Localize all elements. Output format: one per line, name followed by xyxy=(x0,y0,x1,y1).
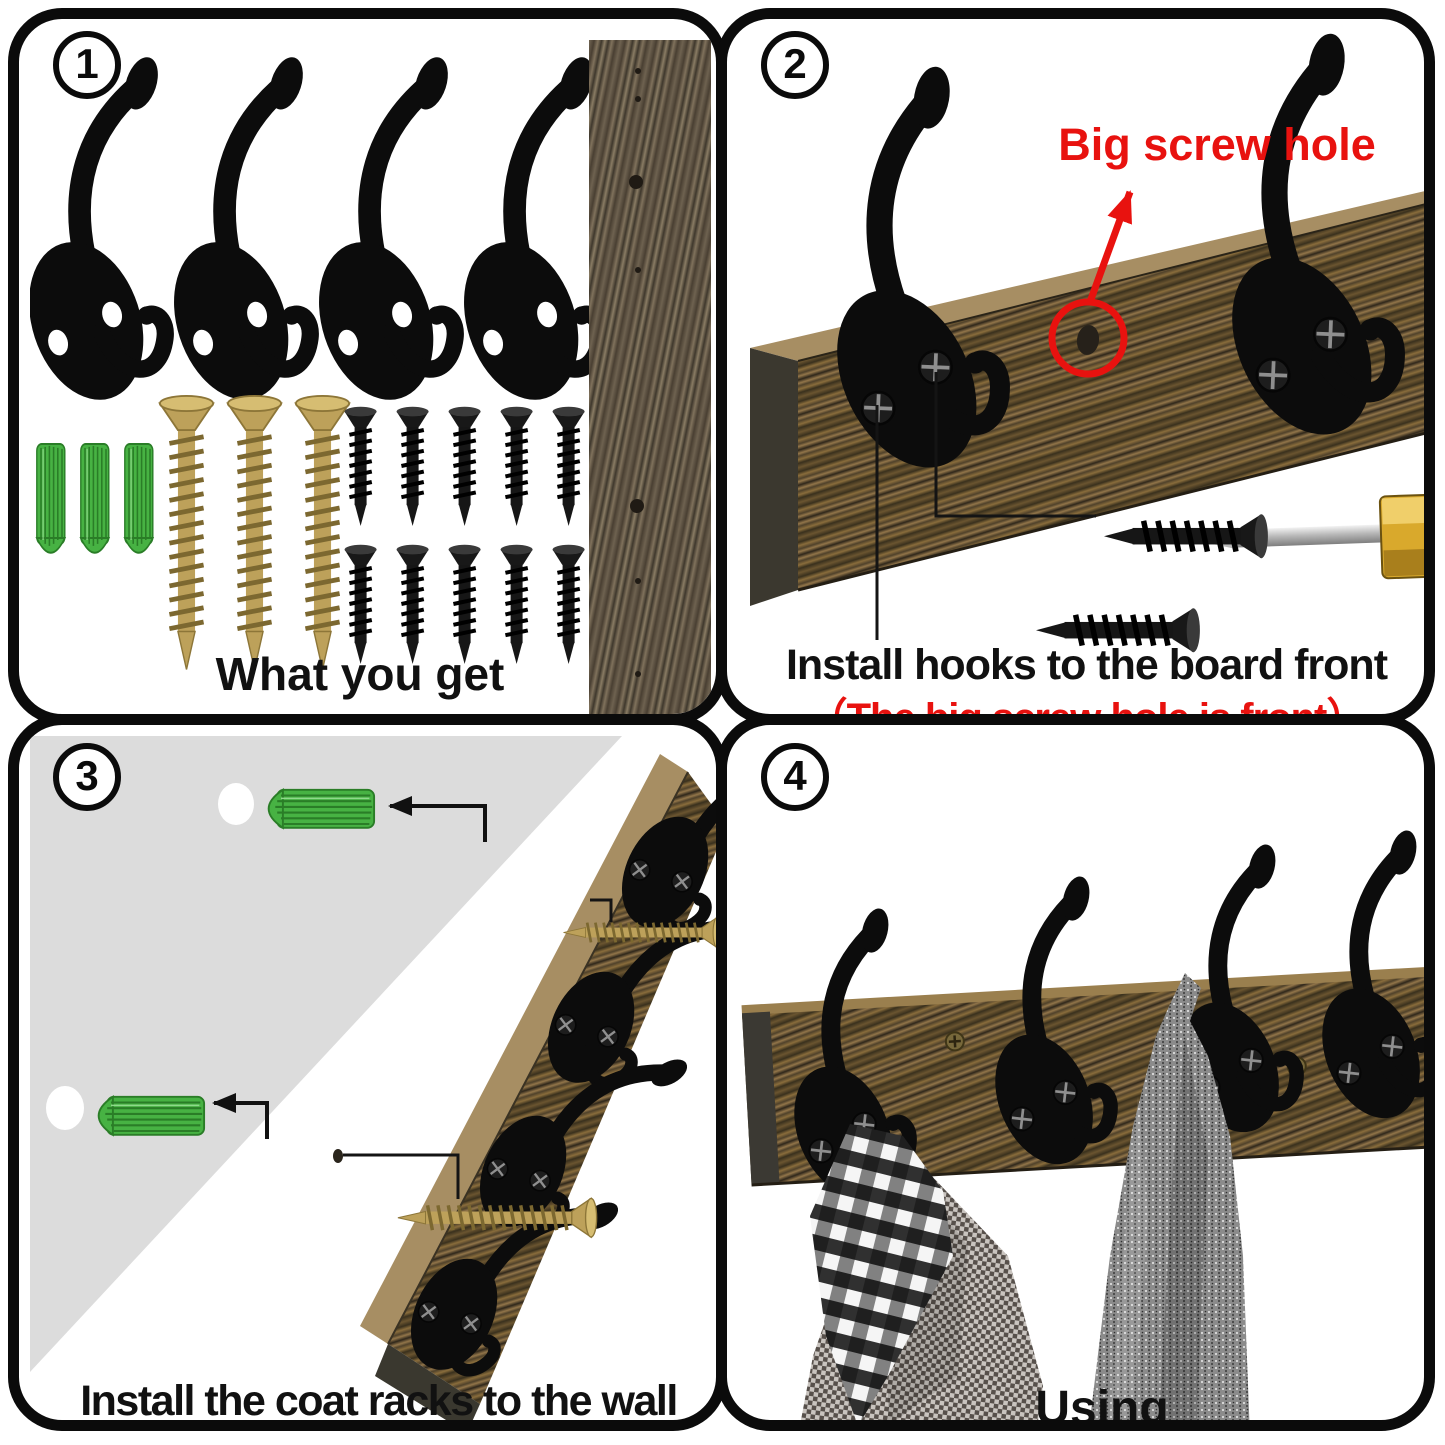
red-circle-annotation xyxy=(1048,298,1128,378)
panel-step4-using: 4 xyxy=(716,714,1435,1431)
wall-hole xyxy=(218,783,254,825)
panel2-caption-sub: （The big screw hole is front） xyxy=(807,696,1367,725)
panel1-caption: What you get xyxy=(215,648,505,700)
panel3-caption: Install the coat racks to the wall xyxy=(80,1377,678,1425)
leader-line xyxy=(875,372,1096,640)
big-screw-hole-label: Big screw hole xyxy=(1058,119,1376,170)
black-arrow-icon xyxy=(212,796,487,1139)
wood-board-graphic xyxy=(741,966,1424,1187)
step-number-badge: 3 xyxy=(53,743,121,811)
step-number: 2 xyxy=(783,40,807,87)
panel-step1-what-you-get: 1 xyxy=(8,8,727,725)
panel-step2-install-hooks: 2 xyxy=(716,8,1435,725)
step-number-badge: 4 xyxy=(761,743,829,811)
panel-step3-install-to-wall: 3 xyxy=(8,714,727,1431)
big-screw-hole xyxy=(1076,325,1100,355)
gold-screw-graphic xyxy=(160,396,349,670)
coat-hook-graphic xyxy=(30,53,600,415)
step-number: 3 xyxy=(75,752,99,799)
wood-board-graphic xyxy=(589,40,711,714)
scarf-buffalo-check-graphic xyxy=(810,1124,953,1420)
red-arrow-icon xyxy=(1086,190,1134,304)
black-screw-graphic xyxy=(1036,514,1268,652)
wall-graphic xyxy=(30,736,622,1372)
panel2-caption: Install hooks to the board front xyxy=(785,641,1388,689)
leader-line xyxy=(343,898,613,1199)
wall-anchor-graphic xyxy=(35,442,154,554)
black-screw-graphic xyxy=(345,407,585,664)
step-number: 1 xyxy=(75,40,99,87)
step-number-badge: 1 xyxy=(53,31,121,99)
step-number-badge: 2 xyxy=(761,31,829,99)
scarf-gray-knit-graphic xyxy=(1089,973,1250,1420)
panel4-caption: Using xyxy=(1035,1382,1169,1431)
step-number: 4 xyxy=(783,752,807,799)
wall-hole xyxy=(46,1086,84,1130)
